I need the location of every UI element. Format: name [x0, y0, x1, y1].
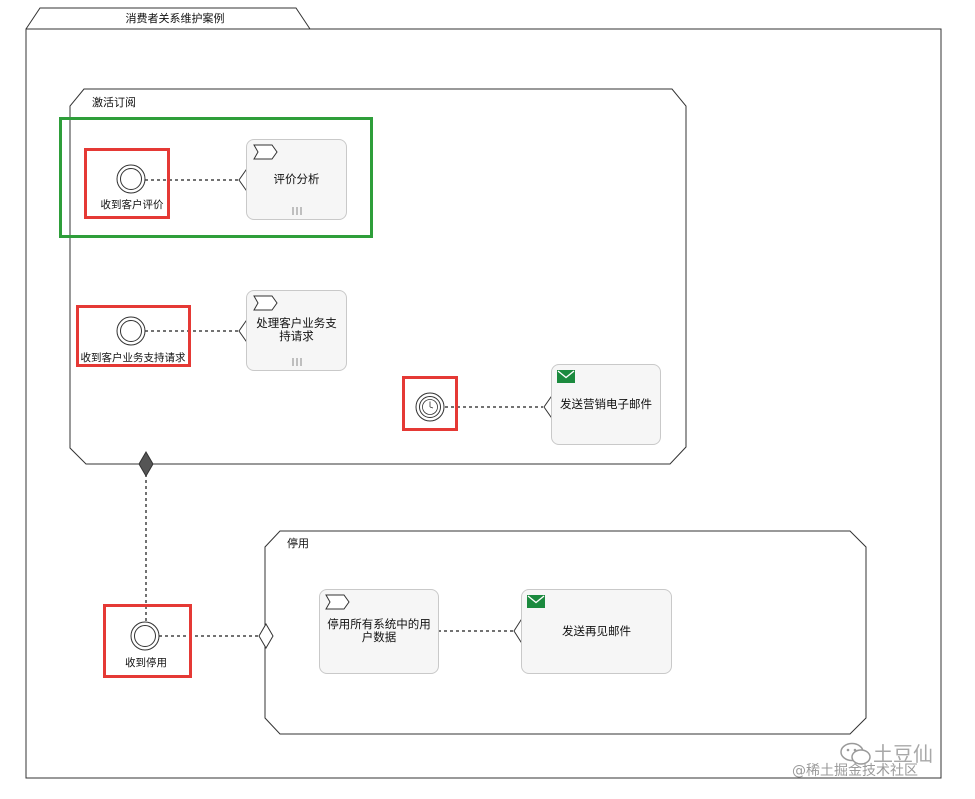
multi-instance-icon [292, 207, 302, 215]
event-listener-icon [130, 621, 160, 651]
highlight-red-box [84, 148, 170, 219]
stage-deactivate-label: 停用 [287, 537, 309, 550]
highlight-green-box [59, 117, 373, 238]
timer-event-listener-icon [415, 392, 445, 422]
task-deactivate-user-data[interactable]: 停用所有系统中的用户数据 [319, 589, 439, 674]
process-task-icon [253, 295, 278, 311]
connectors [145, 179, 543, 637]
highlight-red-box [402, 376, 458, 431]
case-tab-outline [25, 7, 311, 30]
task-label: 发送再见邮件 [562, 624, 631, 638]
process-task-icon [253, 144, 278, 160]
multi-instance-icon [292, 358, 302, 366]
email-icon [557, 370, 575, 383]
event-label-deactivate: 收到停用 [125, 657, 167, 669]
watermark-text: @稀土掘金技术社区 [792, 763, 918, 779]
task-send-goodbye-email[interactable]: 发送再见邮件 [521, 589, 672, 674]
task-label: 停用所有系统中的用户数据 [327, 617, 431, 644]
stage-activate-outline [69, 88, 687, 465]
exit-criterion-diamond [138, 451, 154, 477]
email-icon [527, 595, 545, 608]
wechat-icon [840, 742, 871, 765]
case-frame [25, 28, 942, 779]
event-listener-icon [116, 164, 146, 194]
process-task-icon [325, 594, 350, 610]
sentries [238, 169, 559, 649]
task-label: 评价分析 [273, 172, 320, 186]
sentry-diamond [258, 623, 274, 649]
stage-activate-label: 激活订阅 [92, 96, 136, 109]
task-send-marketing-email[interactable]: 发送营销电子邮件 [551, 364, 661, 445]
stage-deactivate-outline [264, 530, 867, 735]
task-label: 处理客户业务支持请求 [256, 316, 337, 343]
event-label-review: 收到客户评价 [100, 199, 164, 211]
watermark-title: 土豆仙 [873, 742, 933, 766]
event-listener-icon [116, 316, 146, 346]
task-review-analysis[interactable]: 评价分析 [246, 139, 347, 220]
task-label: 发送营销电子邮件 [560, 397, 652, 411]
highlight-red-box [103, 604, 192, 678]
task-handle-support-request[interactable]: 处理客户业务支持请求 [246, 290, 347, 371]
event-label-support: 收到客户业务支持请求 [80, 352, 186, 364]
case-title: 消费者关系维护案例 [125, 12, 225, 25]
highlight-red-box [76, 305, 191, 367]
